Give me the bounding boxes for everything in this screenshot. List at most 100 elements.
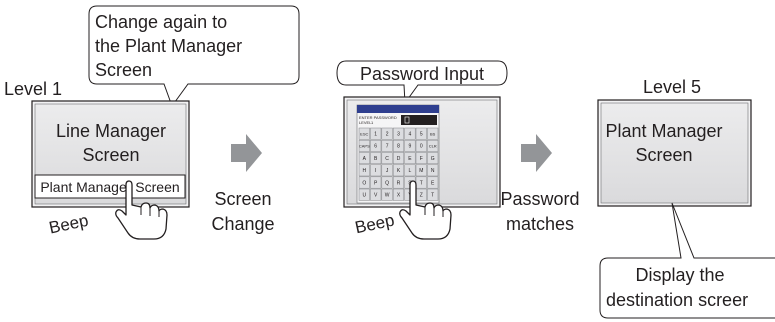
keypad-key-label: CAPS [359,144,370,149]
level-1-label: Level 1 [4,79,62,99]
keypad-key-label: T [431,193,434,199]
callout-change-again-line3: Screen [95,60,152,80]
keypad-key[interactable] [358,164,370,177]
line-manager-title-line1: Line Manager [56,121,166,141]
keypad-key-label: V [374,193,378,199]
keypad-key[interactable] [427,127,439,140]
keypad-key-label: Q [385,180,389,186]
password-matches-line1: Password [500,189,579,209]
callout-change-again-line1: Change again to [95,12,227,32]
keypad-key-label: J [386,168,389,174]
keypad-key-label: 8 [397,144,400,150]
keypad-key[interactable] [392,188,405,201]
keypad-key-label: E [408,156,412,162]
keypad-header-line2: LEVEL [359,120,372,125]
plant-manager-screen-panel: Plant Manager Screen [597,99,752,207]
keypad-key-label: R [397,180,401,186]
keypad-key[interactable] [381,164,393,177]
keypad-key[interactable] [370,188,382,201]
callout-change-again-line2: the Plant Manager [95,36,242,56]
screen-change-line1: Screen [214,189,271,209]
keypad-key[interactable] [370,176,382,189]
keypad-key[interactable] [370,164,382,177]
keypad-key-label: 5 [420,132,423,138]
level-5-label: Level 5 [643,77,701,97]
keypad-key[interactable] [427,188,439,201]
keypad-key[interactable] [358,152,370,165]
display-destination-line2: destination screer [606,290,748,310]
keypad-key-label: Z [420,193,423,199]
keypad-key[interactable] [381,188,393,201]
keypad-key[interactable] [381,127,393,140]
keypad-key-label: N [431,168,435,174]
pointing-hand-icon [399,180,452,240]
keypad-key-label: M [419,168,423,174]
plant-manager-button-label: Plant Manager Screen [40,179,179,195]
keypad-key-label: T [420,180,423,186]
keypad-key-label: E [431,180,435,186]
arrow-right-icon [521,134,552,172]
keypad-key-label: 6 [374,144,377,150]
keypad-key[interactable] [427,176,439,189]
password-cursor [404,116,410,124]
pointing-hand-icon [115,180,168,240]
beep-label-1: Beep [47,211,90,238]
password-matches-line2: matches [506,214,574,234]
keypad-key-label: F [420,156,423,162]
keypad-key-label: C [385,156,389,162]
beep-label-2: Beep [353,210,396,237]
keypad-key[interactable] [415,139,427,152]
keypad-key[interactable] [404,152,416,165]
keypad-key[interactable] [392,127,405,140]
keypad-key[interactable] [392,152,405,165]
keypad-key-label: 2 [386,132,389,138]
line-manager-title-line2: Screen [82,145,139,165]
keypad-key[interactable] [358,188,370,201]
keypad-key-label: BS [430,132,436,137]
keypad-key-label: O [362,180,366,186]
screen-change-line2: Change [211,214,274,234]
keypad-key[interactable] [381,176,393,189]
keypad-key[interactable] [392,176,405,189]
keypad-key[interactable] [381,152,393,165]
plant-manager-screen-button[interactable]: Plant Manager Screen [34,174,186,199]
keypad-key[interactable] [415,127,427,140]
callout-password-input: Password Input [336,60,508,105]
keypad-title-bar [357,105,439,113]
keypad-key[interactable] [415,164,427,177]
keypad-key[interactable] [427,139,439,152]
arrow-right-icon [231,134,262,172]
keypad-key[interactable] [358,127,370,140]
keypad-key[interactable] [404,164,416,177]
keypad-key[interactable] [392,139,405,152]
keypad-key-label: 7 [386,144,389,150]
keypad-header-line1: ENTER PASSWORD [359,115,397,120]
keypad-key-label: ESC [360,132,368,137]
keypad-key-label: 3 [397,132,400,138]
keypad-key[interactable] [415,152,427,165]
keypad-key-label: L [409,168,412,174]
callout-change-again: Change again to the Plant Manager Screen [88,5,300,108]
keypad-key-label: 9 [409,144,412,150]
keypad-key[interactable] [358,176,370,189]
keypad-key[interactable] [358,139,370,152]
keypad-key[interactable] [370,139,382,152]
keypad-key[interactable] [392,164,405,177]
callout-display-destination: Display the destination screer [599,202,775,319]
keypad-key-label: X [397,193,401,199]
keypad-key[interactable] [370,127,382,140]
password-display-field[interactable] [401,115,437,125]
keypad-key-label: G [431,156,435,162]
keypad-key-label: K [397,168,401,174]
keypad-key[interactable] [427,164,439,177]
keypad-key[interactable] [404,127,416,140]
keypad-key-label: 0 [420,144,423,150]
keypad-key-label: 1 [374,132,377,138]
keypad-key[interactable] [370,152,382,165]
keypad-key-label: D [397,156,401,162]
keypad-key[interactable] [381,139,393,152]
keypad-key[interactable] [404,139,416,152]
keypad-key[interactable] [427,152,439,165]
